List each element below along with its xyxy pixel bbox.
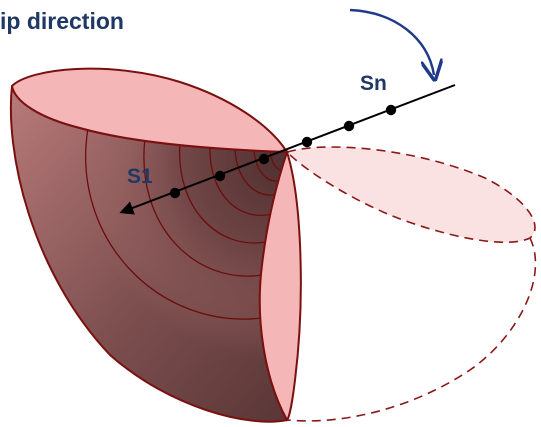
ghost-top-lobe (285, 146, 536, 244)
point-3 (258, 153, 270, 165)
diagram-title: ip direction (0, 8, 124, 34)
curved-arrow-icon (349, 8, 434, 75)
point-6 (385, 104, 397, 116)
slip-axis (119, 84, 456, 215)
arc-5 (179, 141, 267, 244)
front-lobe (258, 148, 302, 422)
point-1 (169, 187, 181, 199)
interior-shadow (10, 86, 288, 422)
point-2 (214, 170, 226, 182)
label-s1: S1 (127, 165, 153, 188)
ghost-outer-edge (286, 237, 537, 422)
point-5 (343, 120, 355, 132)
arc-4 (209, 144, 273, 216)
point-4 (301, 136, 313, 148)
label-sn: Sn (360, 72, 387, 95)
ghost-surface (285, 146, 537, 422)
arc-7 (85, 127, 263, 320)
arc-3 (234, 147, 279, 196)
arc-6 (143, 137, 263, 277)
